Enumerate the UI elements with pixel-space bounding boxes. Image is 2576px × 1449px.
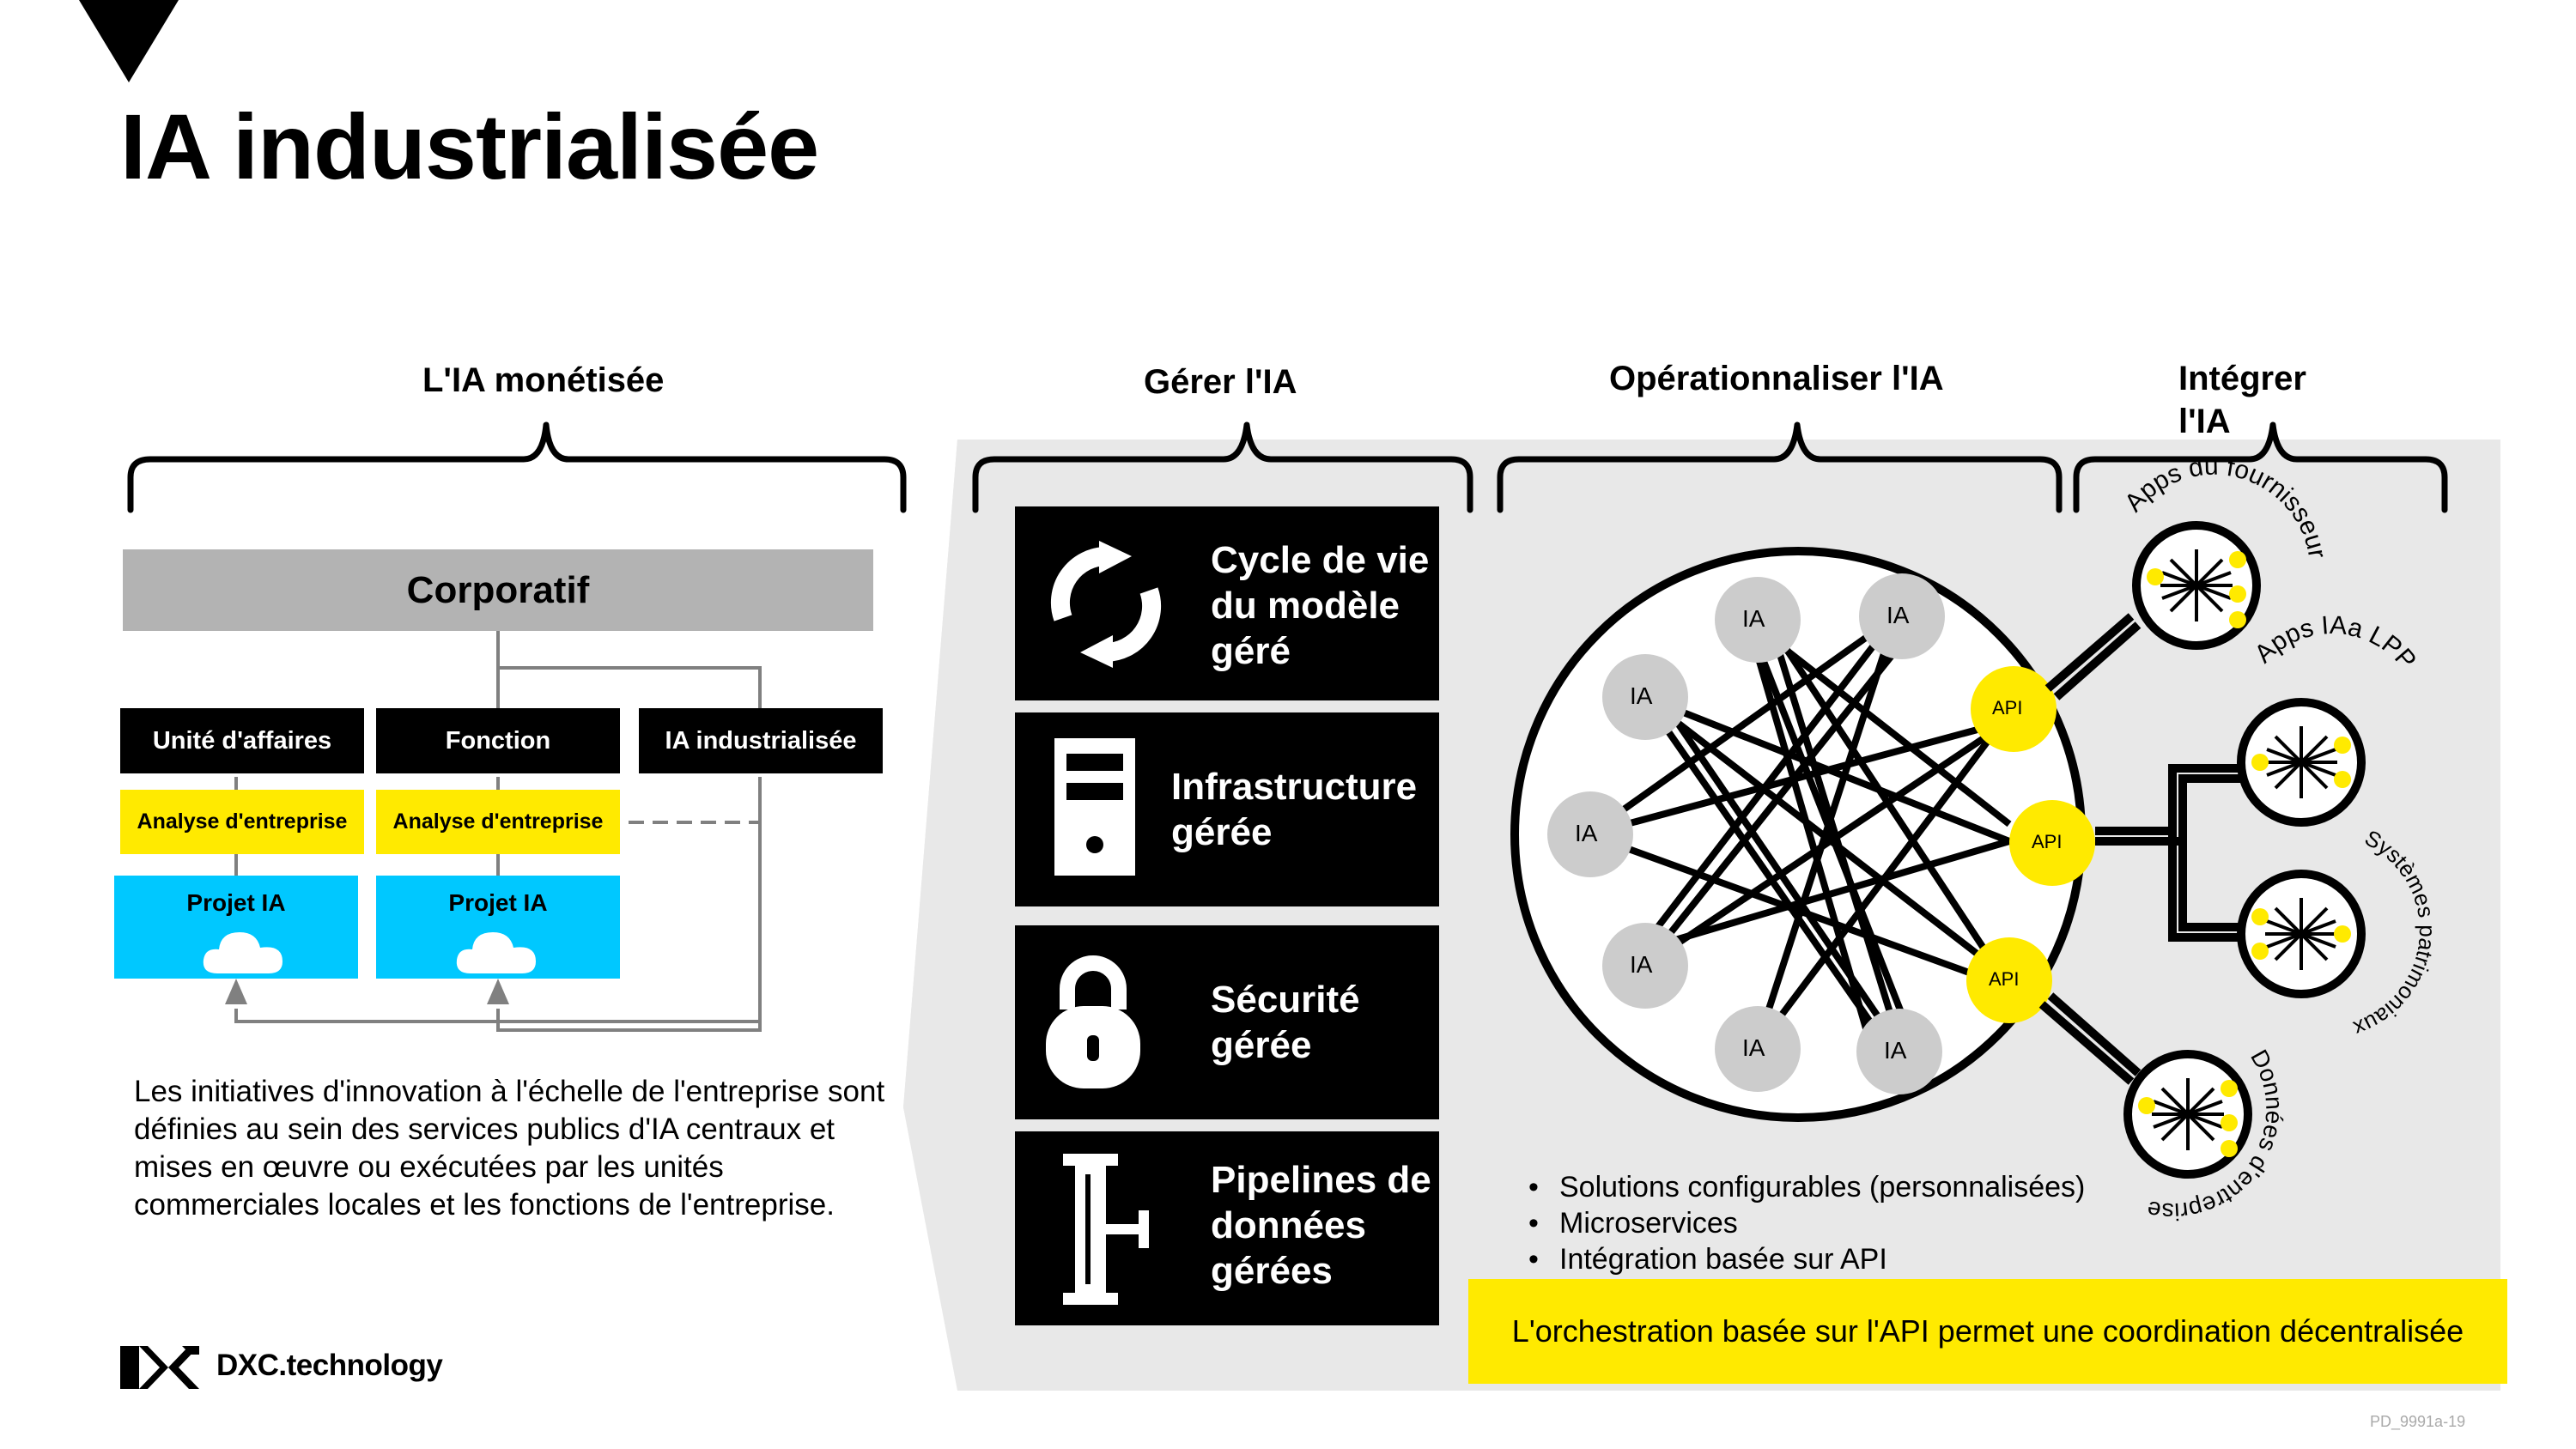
panel-model-lifecycle-line3: géré [1211,630,1291,672]
company-logo-text: DXC.technology [216,1349,443,1382]
panel-model-lifecycle: Cycle de vie du modèle géré [1015,506,1439,700]
orchestration-banner: L'orchestration basée sur l'API permet u… [1468,1279,2507,1384]
feature-list: Solutions configurables (personnalisées)… [1528,1169,2085,1277]
section-label-manage: Gérer l'IA [1144,363,1297,401]
arrow-up-2 [487,979,509,1004]
business-analysis-box-1: Analyse d'entreprise [120,790,364,854]
panel-infrastructure: Infrastructure gérée [1015,712,1439,906]
function-box: Fonction [376,708,620,773]
refresh-icon [1050,541,1162,668]
dxc-logo-mark [120,1346,199,1389]
lock-icon [1046,955,1140,1088]
ia-node-label: IA [1742,1034,1765,1061]
integration-rings [2123,521,2366,1179]
panel-data-pipelines: Pipelines de données gérées [1015,1131,1439,1325]
feature-item: Solutions configurables (personnalisées) [1528,1169,2085,1205]
pipeline-icon [1063,1154,1149,1305]
corporate-band: Corporatif [123,549,873,631]
cloud-icon [456,932,536,973]
cloud-icon [203,932,283,973]
section-label-integrate-1: Intégrer [2178,360,2306,397]
api-node-label: API [1989,968,2020,990]
panel-data-pipelines-line1: Pipelines de [1211,1159,1431,1201]
corner-triangle [79,0,179,82]
panel-infrastructure-line1: Infrastructure [1171,766,1418,808]
org-connectors [234,631,762,1032]
section-label-monetized: L'IA monétisée [422,361,665,399]
ia-node-label: IA [1575,820,1598,846]
ia-node-circles [1547,573,1945,1094]
ia-node-label: IA [1630,951,1653,978]
ia-node-label: IA [1886,602,1910,628]
document-reference: PD_9991a-19 [2370,1413,2466,1430]
panel-model-lifecycle-line2: du modèle [1211,585,1400,627]
brace-integrate [2073,421,2448,513]
industrialized-ai-box: IA industrialisée [639,708,883,773]
business-analysis-box-2: Analyse d'entreprise [376,790,620,854]
ai-project-label-1: Projet IA [186,889,286,916]
ai-project-box-1: Projet IA [114,876,358,979]
api-node-circles [1966,666,2095,1023]
page-title: IA industrialisée [120,94,819,198]
ai-project-box-2: Projet IA [376,876,620,979]
orchestration-banner-text: L'orchestration basée sur l'API permet u… [1511,1313,2464,1349]
server-icon [1054,738,1135,876]
section-braces [127,421,2448,513]
api-node-label: API [2032,831,2063,852]
panel-infrastructure-line2: gérée [1171,811,1273,853]
network-links [1586,613,2013,1054]
description-text: Les initiatives d'innovation à l'échelle… [134,1075,885,1222]
section-label-integrate-2: l'IA [2178,403,2231,440]
business-unit-box: Unité d'affaires [120,708,364,773]
panel-data-pipelines-line3: gérées [1211,1250,1333,1292]
section-label-operationalize: Opérationnaliser l'IA [1609,360,1944,397]
ia-node-label: IA [1630,682,1653,709]
panel-model-lifecycle-line1: Cycle de vie [1211,539,1430,581]
panel-security: Sécurité gérée [1015,925,1439,1119]
lpp-apps-label: Apps IAa LPP [2250,611,2422,675]
panel-security-line1: Sécurité [1211,979,1360,1021]
brace-monetized [127,421,907,513]
api-connectors [2038,613,2248,1085]
feature-item: Microservices [1528,1205,2085,1241]
brace-manage [972,421,1473,513]
panel-security-line2: gérée [1211,1024,1312,1066]
ia-node-label: IA [1884,1037,1907,1064]
arrow-up-1 [225,979,247,1004]
brace-operationalize [1497,421,2063,513]
api-node-label: API [1992,697,2023,718]
feature-item: Intégration basée sur API [1528,1241,2085,1277]
ia-node-label: IA [1742,605,1765,632]
panel-data-pipelines-line2: données [1211,1204,1366,1246]
ai-project-label-2: Projet IA [448,889,548,916]
